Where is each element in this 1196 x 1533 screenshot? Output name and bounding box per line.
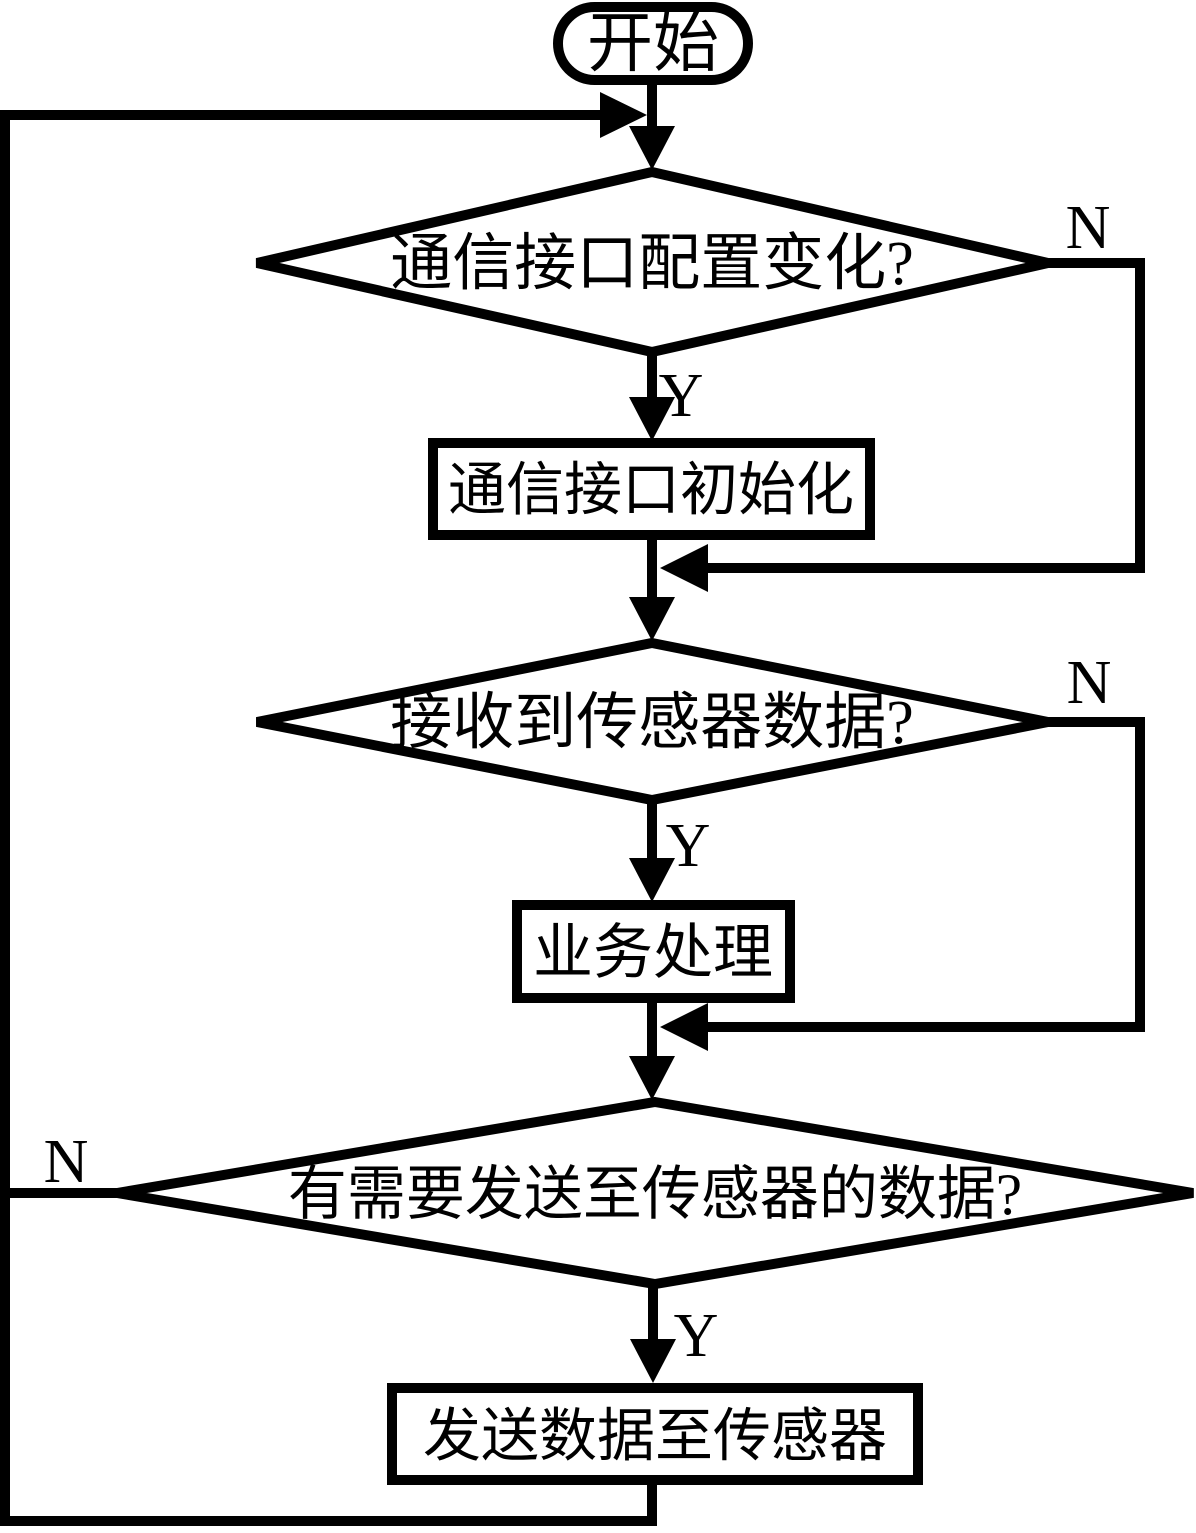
start-node-label: 开始 [587, 8, 719, 81]
arrowhead-into-decision1 [629, 126, 675, 170]
decision1-no-label: N [1066, 194, 1111, 262]
process3-label: 发送数据至传感器 [423, 1404, 887, 1469]
process2-shape [512, 900, 795, 1003]
process3-shape [387, 1383, 923, 1485]
decision2-label: 接收到传感器数据? [390, 689, 914, 757]
decision2-shape [256, 637, 1049, 806]
decision1-shape [255, 166, 1050, 358]
decision3-label: 有需要发送至传感器的数据? [288, 1161, 1022, 1227]
process2-label: 业务处理 [533, 920, 773, 986]
arrowhead-into-decision2 [629, 597, 675, 641]
start-node-shape [553, 2, 753, 85]
decision1-yes-label: Y [659, 362, 704, 430]
arrowhead-no1-into-spine [660, 544, 708, 592]
arrowhead-into-process3 [630, 1339, 676, 1383]
edge-decision2-no-loop [706, 717, 1145, 1032]
decision3-yes-label: Y [674, 1302, 719, 1370]
arrowhead-into-process2 [629, 858, 675, 902]
arrowhead-loop-into-spine-top [600, 92, 647, 138]
decision3-no-label: N [44, 1128, 89, 1196]
arrowhead-no2-into-spine [660, 1003, 708, 1051]
decision2-yes-label: Y [666, 812, 711, 880]
decision1-label: 通信接口配置变化? [390, 230, 914, 298]
arrowhead-into-decision3 [629, 1056, 675, 1100]
edge-outer-loop [0, 110, 657, 1526]
arrowhead-into-process1 [629, 397, 675, 441]
process1-shape [428, 438, 875, 540]
decision3-shape [116, 1096, 1194, 1290]
decision2-no-label: N [1067, 649, 1112, 717]
process1-label: 通信接口初始化 [448, 458, 854, 523]
edge-decision1-no-loop [706, 258, 1145, 573]
